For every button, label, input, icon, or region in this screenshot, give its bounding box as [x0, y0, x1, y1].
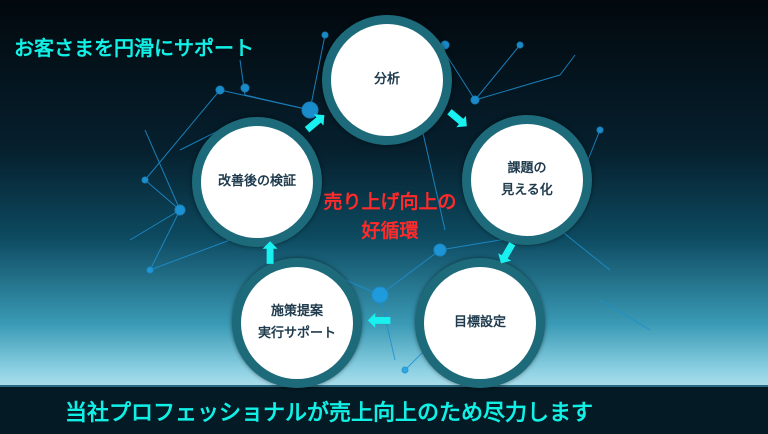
step-visualize-issues: 課題の見える化: [462, 115, 592, 245]
step-verification: 改善後の検証: [192, 117, 322, 247]
footer-band: [0, 385, 768, 434]
cycle-center-text: 売り上げ向上の 好循環: [300, 188, 480, 245]
center-line: 売り上げ向上の: [323, 191, 457, 213]
step-goal-setting: 目標設定: [415, 258, 545, 388]
footer-text: 当社プロフェッショナルが売上向上のため尽力します: [65, 401, 594, 426]
step-proposal-support: 施策提案実行サポート: [232, 258, 362, 388]
step-label: 施策提案: [270, 303, 323, 319]
step-label: 実行サポート: [257, 326, 336, 341]
step-label: 改善後の検証: [217, 173, 296, 189]
arrow-icon: ➡: [367, 303, 393, 338]
step-label: 課題の: [507, 160, 547, 176]
page-title: お客さまを円滑にサポート: [14, 36, 254, 60]
step-label: 見える化: [501, 183, 553, 198]
step-analysis: 分析: [322, 15, 452, 145]
arrow-icon: ➡: [252, 240, 288, 266]
step-label: 分析: [373, 71, 400, 87]
step-label: 目標設定: [453, 314, 506, 330]
center-line: 好循環: [361, 219, 419, 242]
